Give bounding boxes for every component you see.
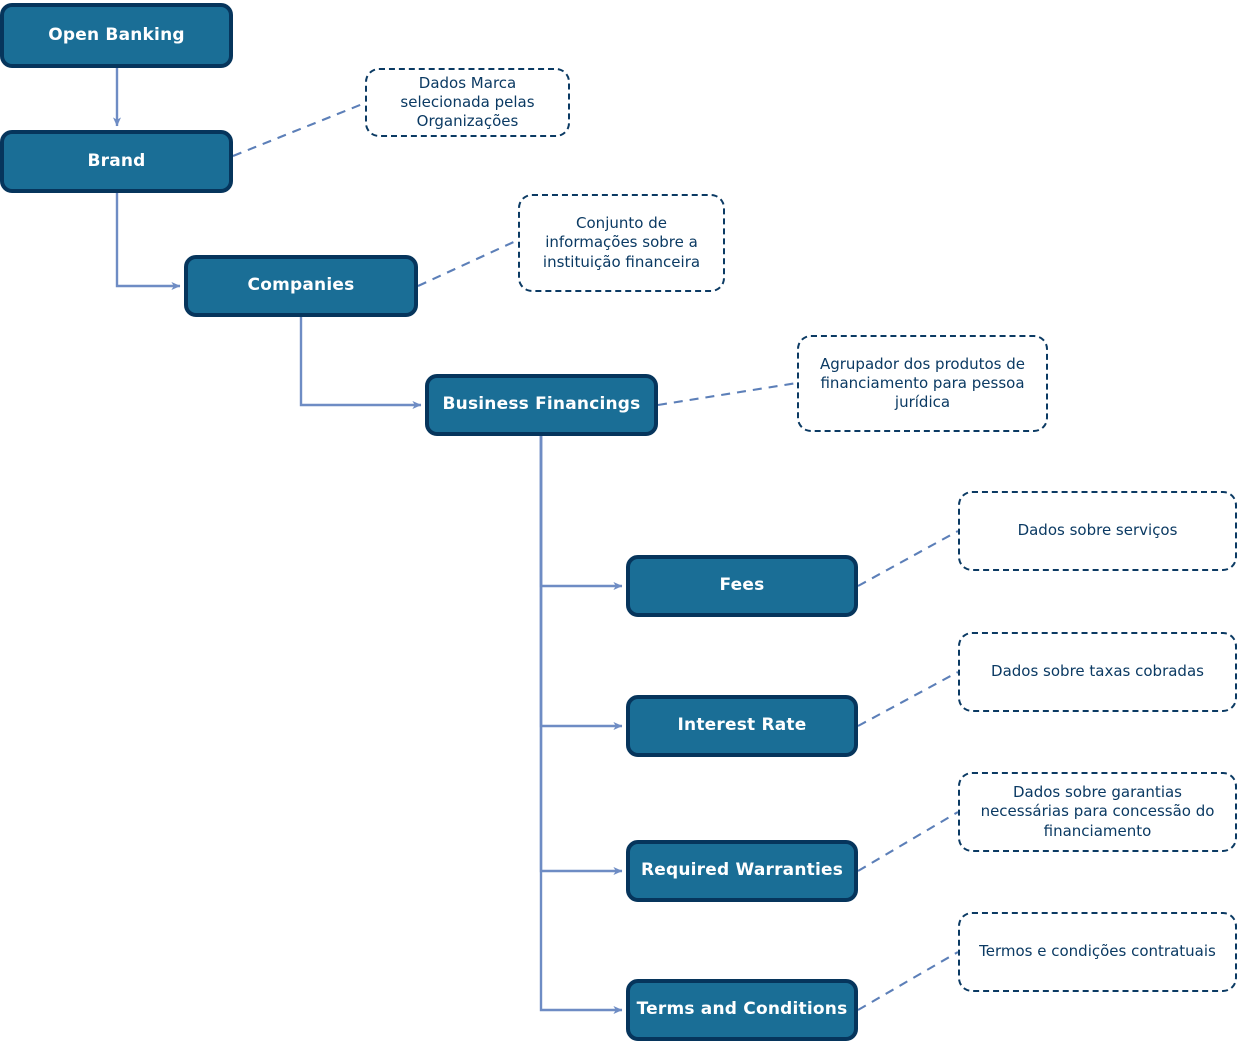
connector-business-financings-to-required-warranties xyxy=(539,436,623,875)
node-fees[interactable]: Fees xyxy=(626,555,858,617)
node-required-warranties[interactable]: Required Warranties xyxy=(626,840,858,902)
note-brand-text: Dados Marca selecionada pelas Organizaçõ… xyxy=(400,73,535,131)
node-companies[interactable]: Companies xyxy=(184,255,418,317)
note-business-financings-text: Agrupador dos produtos de financiamento … xyxy=(819,354,1026,412)
note-required-warranties: Dados sobre garantias necessárias para c… xyxy=(958,772,1237,852)
node-terms-and-conditions-label: Terms and Conditions xyxy=(636,999,848,1020)
node-fees-label: Fees xyxy=(719,575,765,596)
node-business-financings-label: Business Financings xyxy=(442,394,641,415)
leader-fees-to-note xyxy=(857,530,959,587)
leader-required-warranties-to-note xyxy=(857,811,959,872)
node-companies-label: Companies xyxy=(247,275,355,296)
note-terms-and-conditions-text: Termos e condições contratuais xyxy=(979,942,1216,961)
note-companies: Conjunto de informações sobre a institui… xyxy=(518,194,725,292)
node-open-banking[interactable]: Open Banking xyxy=(0,3,233,68)
node-required-warranties-label: Required Warranties xyxy=(640,860,844,881)
leader-companies-to-note xyxy=(417,239,519,287)
note-fees: Dados sobre serviços xyxy=(958,491,1237,571)
note-interest-rate: Dados sobre taxas cobradas xyxy=(958,632,1237,712)
node-terms-and-conditions[interactable]: Terms and Conditions xyxy=(626,979,858,1041)
connector-business-financings-to-interest-rate xyxy=(539,436,623,730)
leader-interest-rate-to-note xyxy=(857,671,959,727)
connector-brand-to-companies xyxy=(115,193,181,290)
note-brand: Dados Marca selecionada pelas Organizaçõ… xyxy=(365,68,570,137)
node-interest-rate-label: Interest Rate xyxy=(677,715,807,736)
node-business-financings[interactable]: Business Financings xyxy=(425,374,658,436)
note-terms-and-conditions: Termos e condições contratuais xyxy=(958,912,1237,992)
node-brand-label: Brand xyxy=(87,150,146,171)
connector-business-financings-to-fees xyxy=(539,436,623,590)
node-interest-rate[interactable]: Interest Rate xyxy=(626,695,858,757)
leader-brand-to-note xyxy=(232,102,366,157)
note-fees-text: Dados sobre serviços xyxy=(1017,521,1178,540)
connector-business-financings-to-terms-and-conditions xyxy=(539,436,623,1014)
note-interest-rate-text: Dados sobre taxas cobradas xyxy=(991,662,1204,681)
connector-companies-to-business-financings xyxy=(299,317,422,409)
note-companies-text: Conjunto de informações sobre a institui… xyxy=(542,214,701,271)
node-brand[interactable]: Brand xyxy=(0,130,233,193)
node-open-banking-label: Open Banking xyxy=(48,24,185,45)
leader-business-financings-to-note xyxy=(657,381,798,407)
note-business-financings: Agrupador dos produtos de financiamento … xyxy=(797,335,1048,432)
leader-terms-and-conditions-to-note xyxy=(857,951,959,1011)
note-required-warranties-text: Dados sobre garantias necessárias para c… xyxy=(980,783,1215,840)
